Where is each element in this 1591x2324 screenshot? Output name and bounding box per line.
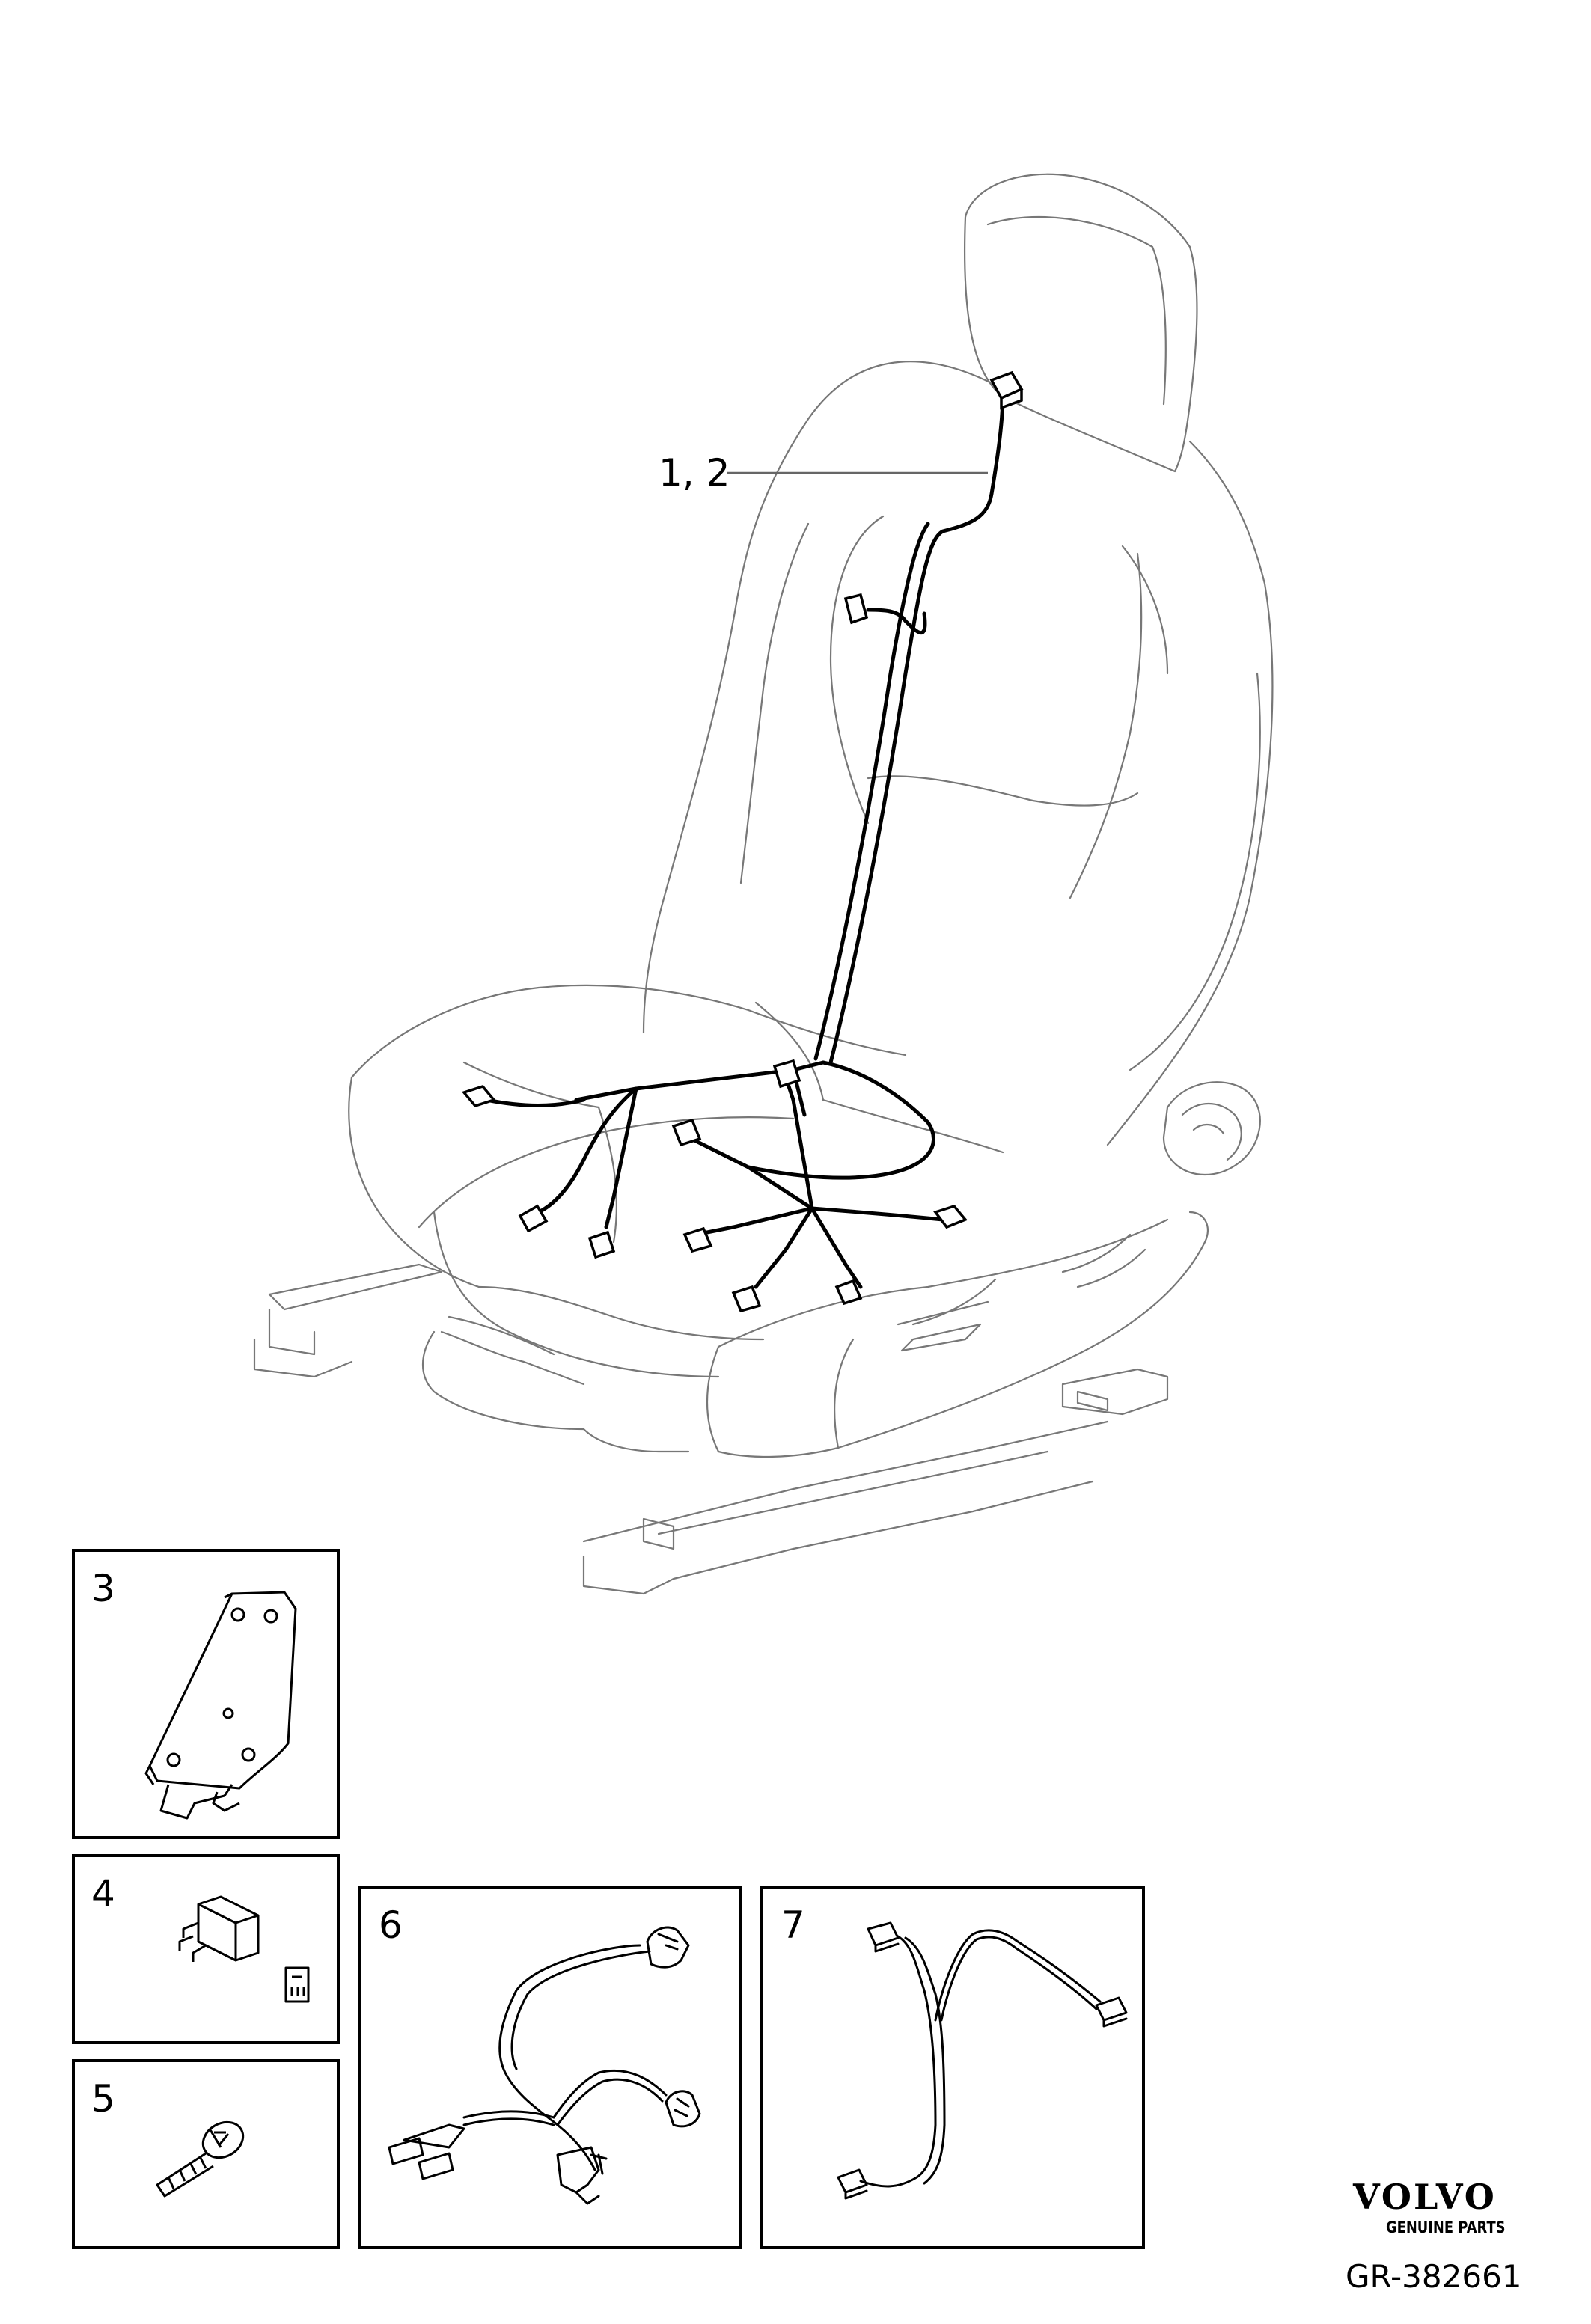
panel-3-number: 3: [91, 1567, 115, 1610]
panel-7-number: 7: [781, 1903, 805, 1947]
seat-illustration: [253, 173, 1274, 1595]
harness-connectors: [461, 370, 1024, 1313]
panel-5-number: 5: [91, 2077, 115, 2120]
connector-center-low: [731, 1285, 762, 1313]
panel-3: [72, 1549, 340, 1839]
harness-6-illustration: [388, 1926, 701, 2205]
panel-4-number: 4: [91, 1872, 115, 1915]
panel-4: [72, 1854, 340, 2044]
connector-right: [933, 1204, 968, 1229]
screw-illustration: [156, 2120, 245, 2198]
connector-side: [843, 593, 869, 625]
volvo-logo: VOLVO: [1353, 2177, 1497, 2217]
bracket-illustration: [144, 1591, 297, 1820]
main-wiring-harness: [484, 391, 1005, 1289]
panel-5: [72, 2059, 340, 2249]
connector-left-mid: [518, 1204, 549, 1233]
drawing-reference: GR-382661: [1346, 2258, 1522, 2295]
panel-7: [760, 1886, 1145, 2249]
connector-left-top: [461, 1084, 497, 1108]
relay-illustration: [178, 1895, 310, 2003]
connector-center-right: [834, 1279, 863, 1306]
panel-6: [358, 1886, 742, 2249]
connector-headrest: [989, 370, 1024, 410]
callout-label-1-2: 1, 2: [659, 451, 730, 495]
harness-7-illustration: [837, 1921, 1128, 2200]
genuine-parts-tagline: GENUINE PARTS: [1386, 2218, 1506, 2236]
connector-center-left: [682, 1226, 713, 1253]
connector-left-low: [587, 1230, 616, 1259]
connector-center-up: [772, 1059, 801, 1089]
panel-6-number: 6: [379, 1903, 403, 1947]
connector-center-top: [671, 1118, 702, 1147]
